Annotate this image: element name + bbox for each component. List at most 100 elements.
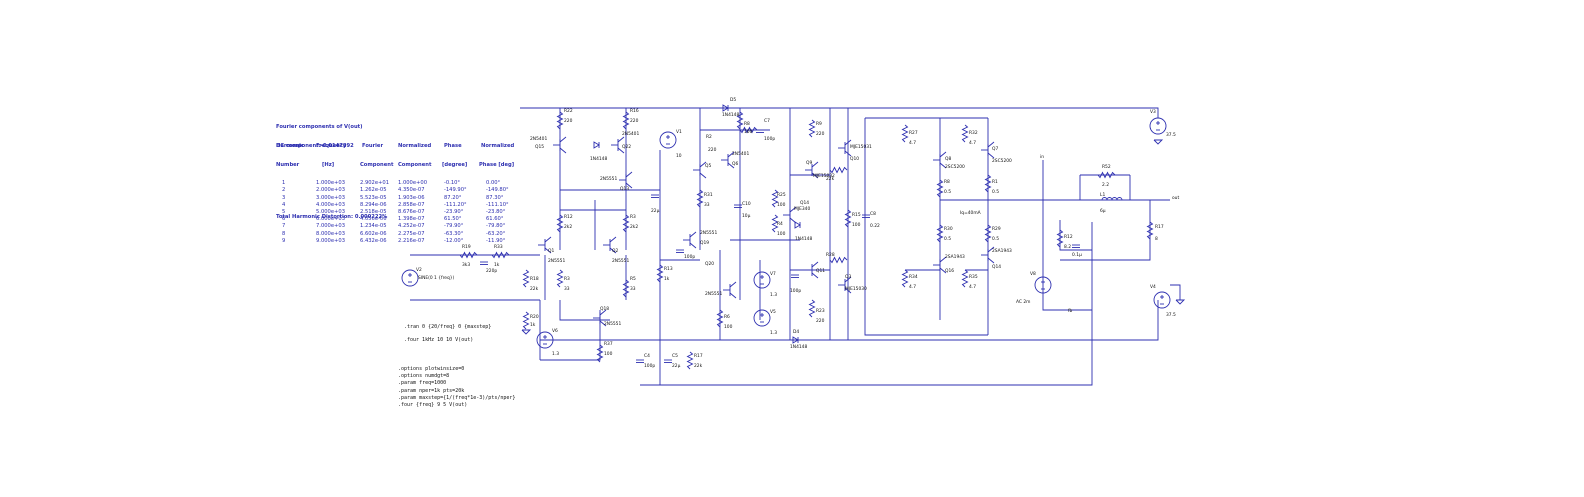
fourier-cell: 9.000e+03 [316, 237, 345, 244]
component-label: 33 [704, 202, 710, 208]
label-node-fb: fb [1068, 308, 1073, 314]
fourier-cell: -63.20° [486, 230, 506, 237]
component-label: R8 [744, 121, 750, 127]
resistor-symbol [771, 214, 779, 233]
fourier-cell: 2.518e-05 [360, 208, 387, 215]
label-v2-value: SINE(0 1 {freq}) [418, 275, 455, 281]
component-label: C7 [764, 118, 770, 124]
resistor-symbol [808, 119, 816, 138]
resistor-symbol [739, 126, 758, 134]
transistor-symbol [981, 141, 995, 159]
resistor-symbol [808, 299, 816, 318]
transistor-symbol [721, 151, 735, 169]
fourier-cell: -63.30° [444, 230, 464, 237]
fourier-cell: 3 [282, 194, 286, 201]
component-label: Q15 [535, 144, 544, 150]
component-label: 22k [826, 176, 835, 182]
hdr-harmonic-2: Number [276, 161, 300, 168]
transistor-symbol [805, 261, 819, 279]
component-label: 220p [486, 268, 497, 274]
transistor-symbol [538, 236, 552, 254]
fourier-cell: 1.000e+03 [316, 180, 345, 187]
component-label: R13 [664, 266, 673, 272]
fourier-cell: -12.00° [444, 237, 464, 244]
component-label: 22k [530, 286, 539, 292]
directive-tran: .tran 0 {20/freq} 0 {maxstep} [404, 324, 492, 330]
fourier-cell: 2 [282, 187, 286, 194]
component-label: R33 [494, 244, 503, 250]
directive-option: .options plotwinsize=0 [398, 366, 465, 372]
component-label: R37 [604, 341, 613, 347]
component-label: 100 [724, 324, 733, 330]
component-label: 0.5 [944, 189, 951, 195]
component-label: 2N5551 [700, 230, 717, 236]
fourier-cell: -149.80° [486, 187, 509, 194]
component-label: 2.2 [1102, 182, 1109, 188]
voltage-source-symbol [1034, 276, 1052, 294]
capacitor-symbol [734, 204, 742, 208]
fourier-cell: 1.234e-05 [360, 223, 387, 230]
component-label: 2SA1943 [945, 254, 965, 260]
fourier-header-row-2: Number [Hz] Component Component [degree]… [276, 162, 514, 168]
directive-options: .options plotwinsize=0 .options numdgt=8… [398, 366, 515, 409]
fourier-cell: -111.10° [486, 201, 509, 208]
capacitor-symbol [862, 214, 870, 218]
resistor-symbol [1056, 229, 1064, 248]
component-label: R27 [909, 130, 918, 136]
component-label: 0.22 [870, 223, 880, 229]
component-label: R5 [630, 276, 636, 282]
component-label: R16 [630, 108, 639, 114]
fourier-cell: 7 [282, 223, 286, 230]
fourier-thd: Total Harmonic Distortion: 0.000222% [276, 214, 388, 220]
label-v2: V2 [416, 267, 422, 273]
resistor-symbol [522, 311, 530, 330]
component-label: 8 [1155, 236, 1158, 242]
component-label: 100 [777, 231, 786, 237]
component-label: R4 [777, 221, 783, 227]
component-label: R30 [944, 226, 953, 232]
label-v3: V3 [1150, 109, 1156, 115]
diode-symbol [722, 104, 729, 112]
component-label: R1 [992, 179, 998, 185]
resistor-symbol [686, 351, 694, 370]
fourier-header-row-1: Harmonic Frequency Fourier Normalized Ph… [276, 143, 514, 149]
transistor-symbol [838, 139, 852, 157]
hdr-fourier-2: Component [360, 161, 394, 168]
component-label: MJE15031 [850, 144, 872, 150]
component-label: R32 [969, 130, 978, 136]
component-label: 1N4148 [790, 344, 807, 350]
component-label: 1N4148 [795, 236, 812, 242]
label-node-in: in [1040, 154, 1044, 160]
component-label: MJE15030 [845, 286, 867, 292]
resistor-symbol [622, 111, 630, 130]
fourier-cell: 1.398e-07 [398, 216, 425, 223]
component-label: 2N5401 [732, 151, 749, 157]
resistor-symbol [961, 124, 969, 143]
fourier-cell: 5.523e-05 [360, 194, 387, 201]
resistor-symbol [1097, 171, 1116, 179]
fourier-cell: 2.000e+03 [316, 187, 345, 194]
component-label: R17 [1155, 224, 1164, 230]
directive-option: .four {freq} 9 5 V(out) [398, 402, 468, 409]
component-label: R12 [1064, 234, 1073, 240]
resistor-symbol [656, 264, 664, 283]
fourier-cell: 5 [282, 208, 286, 215]
label-v5: V5 [770, 309, 776, 315]
resistor-symbol [961, 269, 969, 288]
fourier-cell: 8 [282, 230, 286, 237]
component-label: Q18 [600, 306, 609, 312]
component-label: 4.7 [969, 284, 976, 290]
component-label: R6 [724, 314, 730, 320]
resistor-symbol [844, 209, 852, 228]
wire-top-rail [520, 107, 1159, 118]
component-label: Q6 [732, 161, 738, 167]
voltage-source-symbol [1153, 291, 1171, 309]
component-label: 3k3 [462, 262, 470, 268]
fourier-cell: 4 [282, 201, 286, 208]
hdr-normphase-1: Normalized [481, 143, 515, 150]
component-label: R25 [777, 192, 786, 198]
